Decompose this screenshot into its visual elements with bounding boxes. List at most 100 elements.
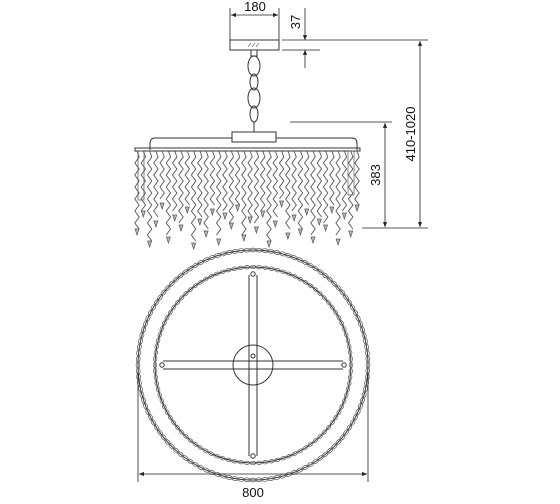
crystal-bead [168,443,175,450]
dimension-canopy-width: 180 [229,0,280,40]
crystal-bead [317,269,324,275]
crystal-bead [237,460,244,465]
crystal-strand [322,150,329,224]
crystal-bead [178,429,185,435]
crystal-bead [345,386,351,393]
crystal-drop [191,242,197,251]
dimension-label-diameter: 800 [242,485,264,500]
crystal-bead [164,409,170,416]
crystal-bead [208,451,215,456]
cross-frame [159,271,347,459]
crystal-drop [341,212,347,221]
crystal-bead [219,269,226,274]
crystal-strand [215,150,222,236]
crystal-strand [153,150,159,218]
crystal-bead [321,429,328,435]
crystal-bead [325,424,332,431]
crystal-drop [335,238,341,247]
crystal-strand [184,150,191,206]
crystal-strand [134,150,140,230]
crystal-bead [192,461,199,468]
crystal-bead [333,309,339,316]
crystal-strand [247,150,253,218]
crystal-bead [329,304,335,311]
crystal-bead [157,392,162,399]
crystal-bead [286,271,293,277]
crystal-bead [197,259,205,266]
crystal-bead [243,265,250,270]
crystal-bead [280,456,287,461]
crystal-drop [197,218,203,227]
crystal-bead [341,398,347,405]
crystal-bead [182,455,189,461]
crystal-bead [153,355,158,362]
crystal-bead [326,447,334,454]
crystal-bead [301,464,309,471]
crystal-drop [272,220,278,229]
crystal-bead [164,438,171,446]
crystal-strand [159,150,165,200]
crystal-bead [359,397,365,404]
crystal-bead [141,326,147,333]
crystal-bead [344,392,349,399]
crystal-bead [346,424,353,431]
crystal-bead [291,274,298,279]
crystal-bead [153,299,160,306]
crystal-bead [137,343,142,351]
crystal-strand [259,150,266,212]
crystal-drop [184,206,190,215]
crystal-bead [237,265,244,270]
crystal-bead [326,276,334,283]
crystal-bead [346,299,353,306]
crystal-bead [349,304,356,311]
crystal-bead [335,438,342,446]
crystal-bead [164,314,170,321]
crystal-strand [285,150,291,230]
crystal-strands [134,150,360,251]
crystal-bead [317,433,323,440]
crystal-bead [341,325,347,332]
crystal-bead [159,325,165,332]
crystal-drop [216,238,222,247]
crystal-bead [192,283,199,289]
crystal-bead [339,320,344,327]
dimension-label-canopy-height: 37 [288,15,303,29]
crystal-bead [171,419,177,426]
crystal-bead [280,269,287,274]
crystal-bead [357,320,363,328]
crystal-bead [147,309,154,317]
crystal-bead [174,299,181,306]
crystal-bead [348,349,353,356]
crystal-bead [197,445,204,451]
crystal-bead [312,286,319,293]
crystal-strand [197,150,203,218]
crystal-bead [325,299,332,306]
crystal-drop [228,222,234,231]
crystal-drop [297,228,303,237]
crystal-bead [225,267,232,273]
crystal-bead [157,294,163,301]
crystal-bead [155,337,161,344]
crystal-bead [317,290,323,297]
crystal-bead [322,451,329,458]
crystal-bead [153,368,158,375]
dimension-label-body-height: 383 [368,164,383,186]
crystal-bead [214,253,221,259]
crystal-strand [146,150,153,242]
crystal-bead [213,453,220,459]
crystal-strand [203,150,209,230]
crystal-bead [183,433,189,440]
crystal-bead [147,413,154,421]
crystal-bead [225,457,232,463]
crystal-drop [134,228,140,237]
crystal-bead [347,343,352,350]
crystal-bead [153,424,160,431]
crystal-bead [352,309,359,317]
crystal-strand [341,150,348,212]
crystal-bead [359,326,365,333]
crystal-drop [316,218,322,227]
crystal-bead [135,361,141,369]
crystal-bead [141,397,147,404]
crystal-drop [165,236,171,245]
crystal-strand [354,150,360,206]
